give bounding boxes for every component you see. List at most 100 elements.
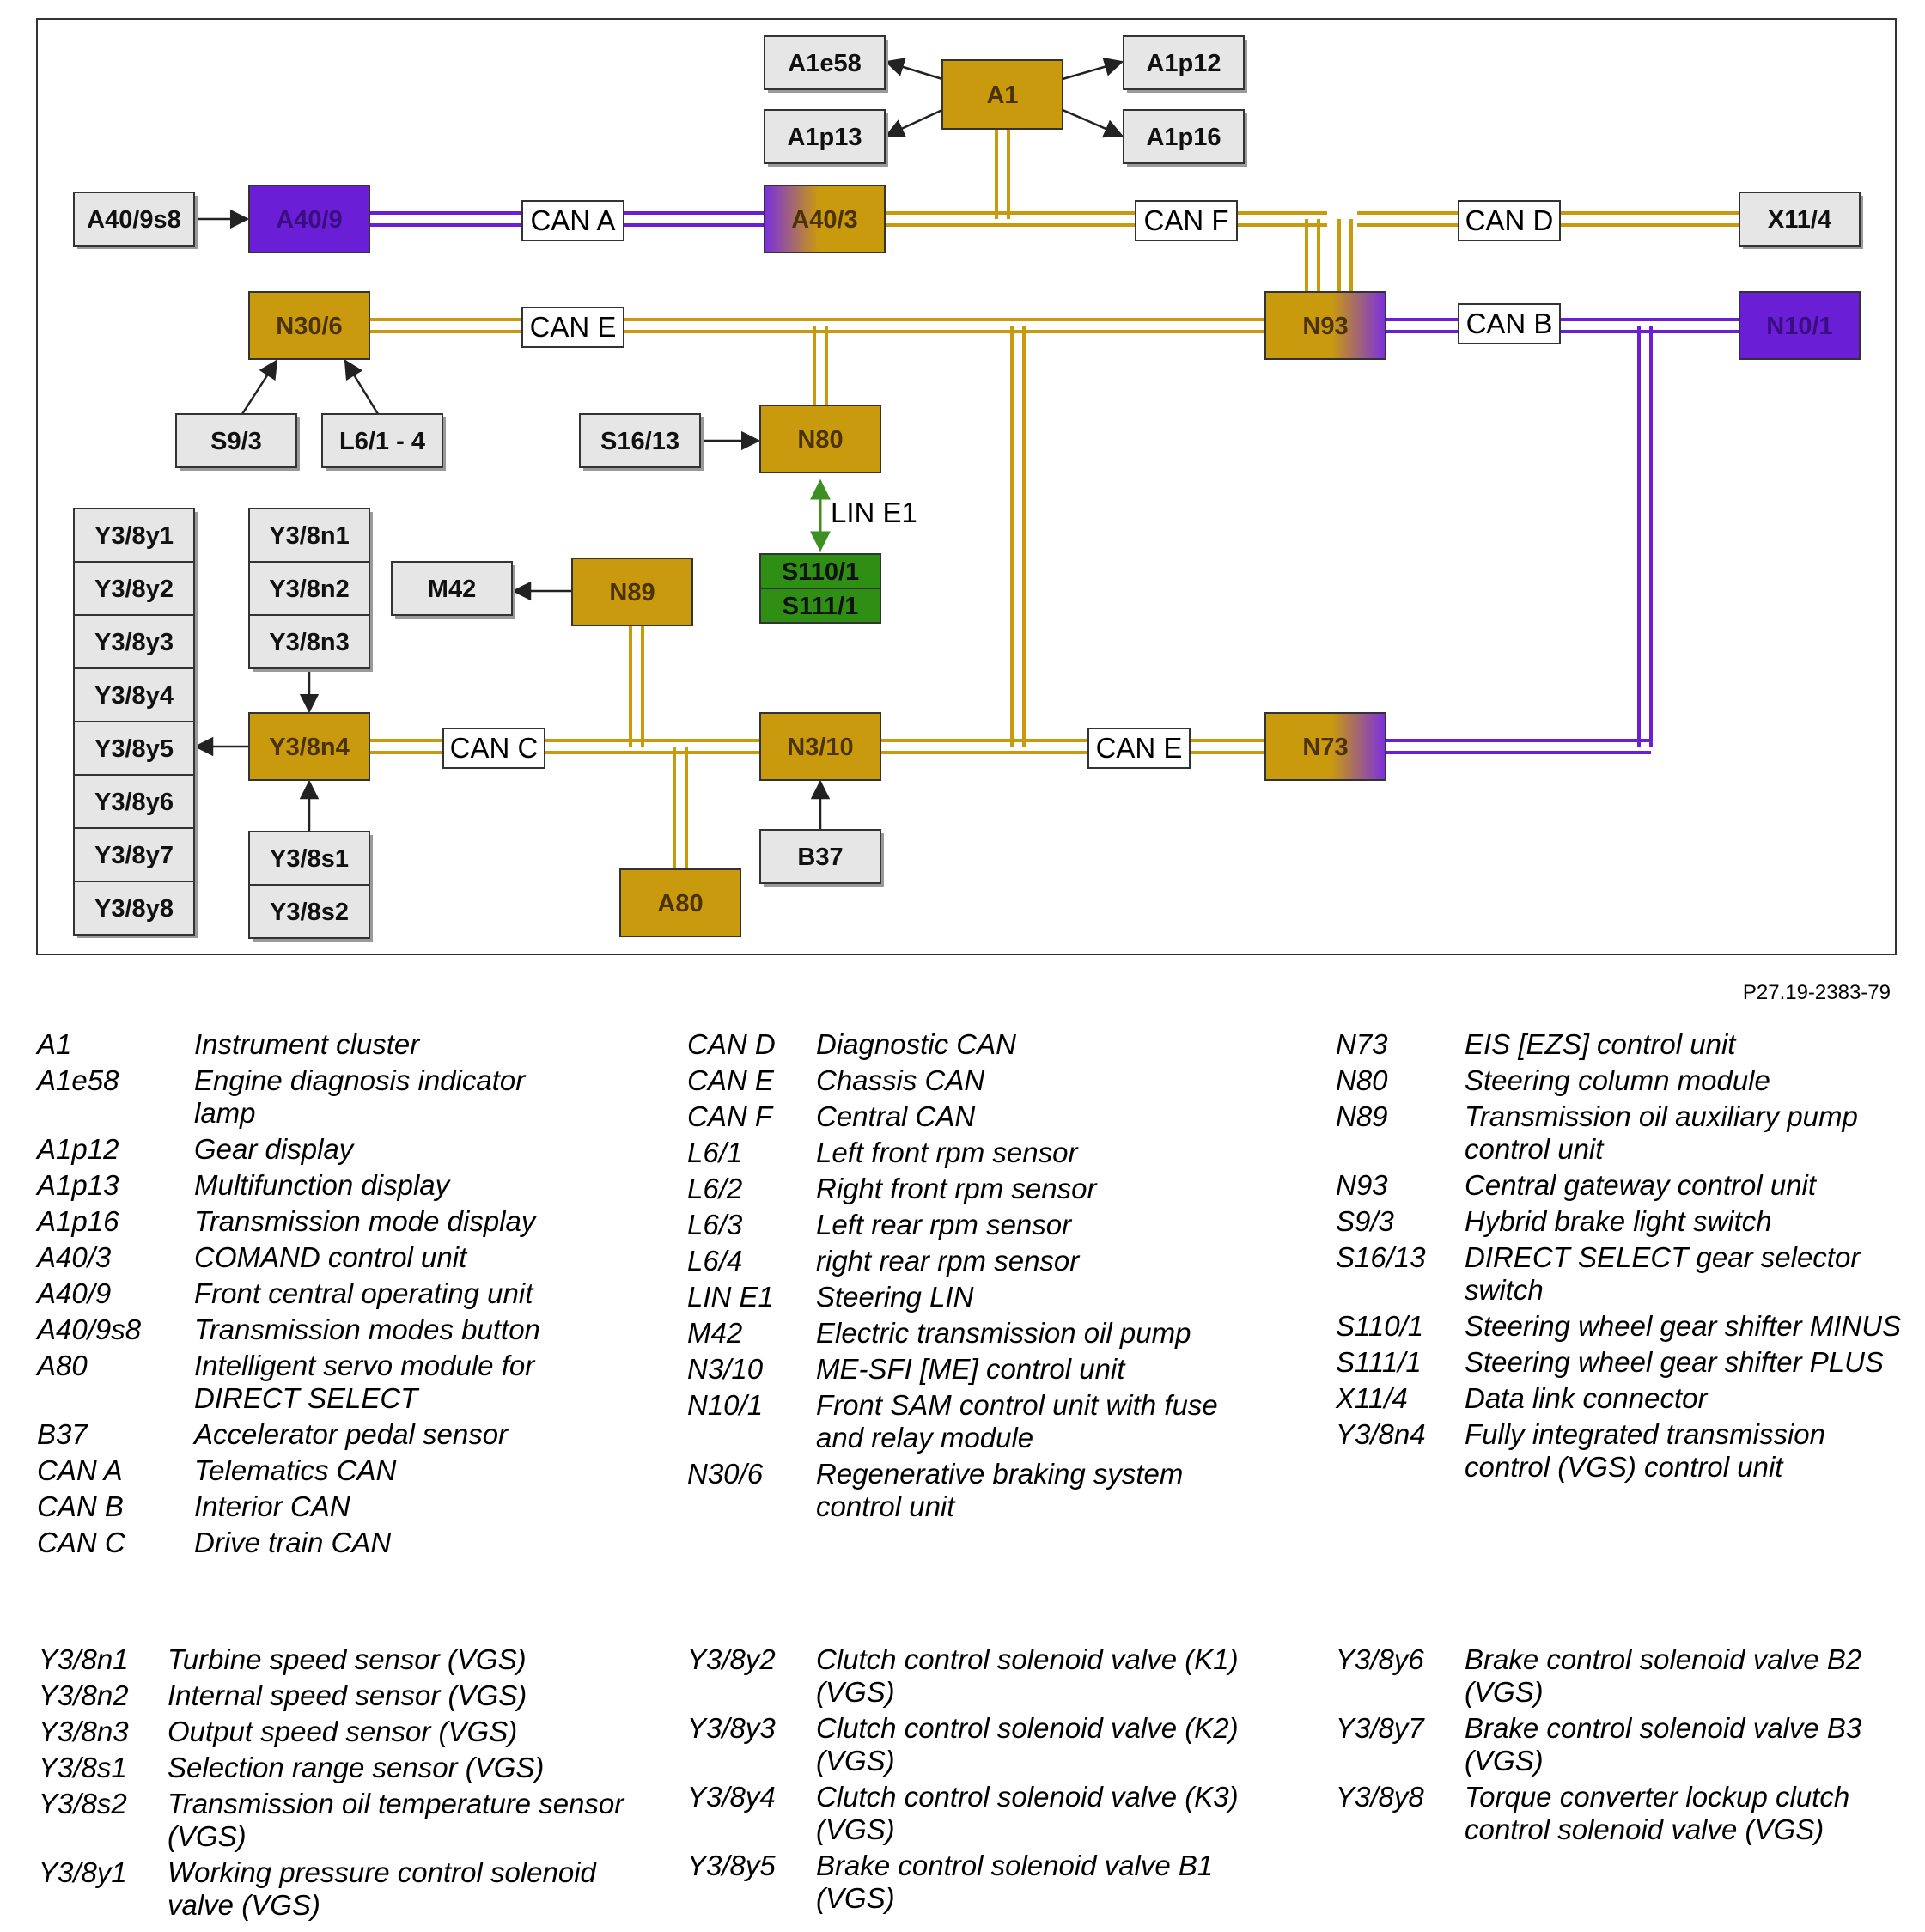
bus-can-a-label: CAN A bbox=[521, 200, 624, 241]
node-box bbox=[1264, 712, 1386, 781]
legend-description: Brake control solenoid valve B2 (VGS) bbox=[1465, 1643, 1862, 1708]
node-y3-8y3: Y3/8y3 bbox=[73, 614, 198, 672]
arrow-l6-to-n30-6 bbox=[344, 359, 380, 415]
legend-entry: L6/2 Right front rpm sensor bbox=[687, 1173, 1254, 1205]
node-box bbox=[73, 561, 195, 616]
node-box bbox=[1123, 109, 1245, 164]
node-s16-13: S16/13 bbox=[579, 413, 704, 471]
node-label: Y3/8y3 bbox=[94, 629, 174, 656]
legend-description: COMAND control unit bbox=[194, 1241, 467, 1273]
node-n30-6: N30/6 bbox=[248, 291, 370, 360]
legend-description: Multifunction display bbox=[194, 1169, 450, 1201]
legend-code: Y3/8s2 bbox=[39, 1788, 127, 1819]
legend-description: Transmission oil auxiliary pump control … bbox=[1465, 1100, 1858, 1165]
legend-code: L6/2 bbox=[687, 1173, 743, 1204]
node-box bbox=[1739, 291, 1861, 360]
legend-description: Selection range sensor (VGS) bbox=[168, 1752, 545, 1783]
node-label: Y3/8y4 bbox=[94, 682, 174, 710]
legend-description: Turbine speed sensor (VGS) bbox=[168, 1643, 527, 1675]
arrow-a1-to-a1p12 bbox=[1062, 57, 1124, 81]
legend-description: Steering wheel gear shifter MINUS bbox=[1465, 1310, 1902, 1342]
bus-label-text: CAN E bbox=[1096, 732, 1183, 764]
legend-code: Y3/8y7 bbox=[1336, 1712, 1424, 1744]
legend-description: Right front rpm sensor bbox=[816, 1173, 1097, 1204]
signal-arrows bbox=[193, 57, 1124, 832]
legend-description: Brake control solenoid valve B3 (VGS) bbox=[1465, 1712, 1862, 1777]
node-label: A40/9s8 bbox=[87, 206, 181, 234]
legend-description: Left rear rpm sensor bbox=[816, 1209, 1072, 1240]
node-a1e58: A1e58 bbox=[764, 35, 888, 93]
legend-code: S9/3 bbox=[1336, 1205, 1394, 1237]
legend-description: Clutch control solenoid valve (K3) (VGS) bbox=[816, 1781, 1239, 1845]
legend-description: Engine diagnosis indicator lamp bbox=[194, 1064, 526, 1129]
node-m42: M42 bbox=[391, 561, 515, 619]
node-box bbox=[1264, 291, 1386, 360]
legend-description: Fully integrated transmission control (V… bbox=[1465, 1418, 1826, 1483]
legend-code: N30/6 bbox=[687, 1458, 764, 1490]
bus-label-box bbox=[1458, 303, 1561, 344]
legend-description: Clutch control solenoid valve (K1) (VGS) bbox=[816, 1643, 1239, 1708]
node-y3-8n2: Y3/8n2 bbox=[248, 561, 373, 619]
node-a80: A80 bbox=[619, 868, 741, 937]
node-box bbox=[321, 413, 443, 468]
legend-code: Y3/8n2 bbox=[39, 1679, 129, 1711]
legend-code: CAN C bbox=[37, 1527, 125, 1558]
bus-can-f-label: CAN F bbox=[1135, 200, 1238, 241]
node-x11-4: X11/4 bbox=[1739, 192, 1863, 249]
node-n73: N73 bbox=[1264, 712, 1386, 781]
node-label: N89 bbox=[609, 579, 655, 606]
node-y3-8n1: Y3/8n1 bbox=[248, 508, 373, 565]
legend-code: Y3/8y1 bbox=[39, 1856, 127, 1888]
legend-description: Instrument cluster bbox=[194, 1028, 420, 1060]
legend-code: Y3/8y3 bbox=[687, 1712, 776, 1744]
node-box bbox=[73, 508, 195, 563]
node-label: N3/10 bbox=[787, 734, 853, 761]
node-box bbox=[248, 291, 370, 360]
node-label: A40/9 bbox=[276, 206, 342, 234]
node-label: A1p12 bbox=[1146, 50, 1221, 77]
legend-description: Central gateway control unit bbox=[1465, 1169, 1817, 1201]
legend-code: Y3/8s1 bbox=[39, 1752, 127, 1783]
node-s110-1: S110/1 bbox=[759, 553, 881, 589]
node-label: X11/4 bbox=[1768, 206, 1831, 234]
legend-code: Y3/8y4 bbox=[687, 1781, 776, 1813]
legend-entry: Y3/8s1 Selection range sensor (VGS) bbox=[39, 1752, 640, 1784]
node-box bbox=[759, 829, 881, 884]
legend-description: Brake control solenoid valve B1 (VGS) bbox=[816, 1850, 1214, 1914]
legend-code: A80 bbox=[37, 1350, 88, 1381]
legend-code: N10/1 bbox=[687, 1389, 764, 1421]
legend-description: DIRECT SELECT gear selector switch bbox=[1465, 1241, 1861, 1306]
legend-code: A40/9 bbox=[37, 1277, 112, 1309]
bus-can-e-top-label: CAN E bbox=[521, 307, 624, 348]
legend-description: Steering LIN bbox=[816, 1281, 974, 1313]
legend-code: Y3/8n4 bbox=[1336, 1418, 1426, 1450]
node-label: Y3/8n1 bbox=[269, 522, 350, 550]
lin-e1-label: LIN E1 bbox=[831, 497, 917, 528]
legend-description: Transmission modes button bbox=[194, 1313, 540, 1345]
legend-code: S110/1 bbox=[1336, 1310, 1424, 1342]
node-label: L6/1 - 4 bbox=[339, 428, 425, 455]
legend-description: Regenerative braking system control unit bbox=[816, 1458, 1184, 1522]
legend-code: CAN D bbox=[687, 1028, 776, 1060]
